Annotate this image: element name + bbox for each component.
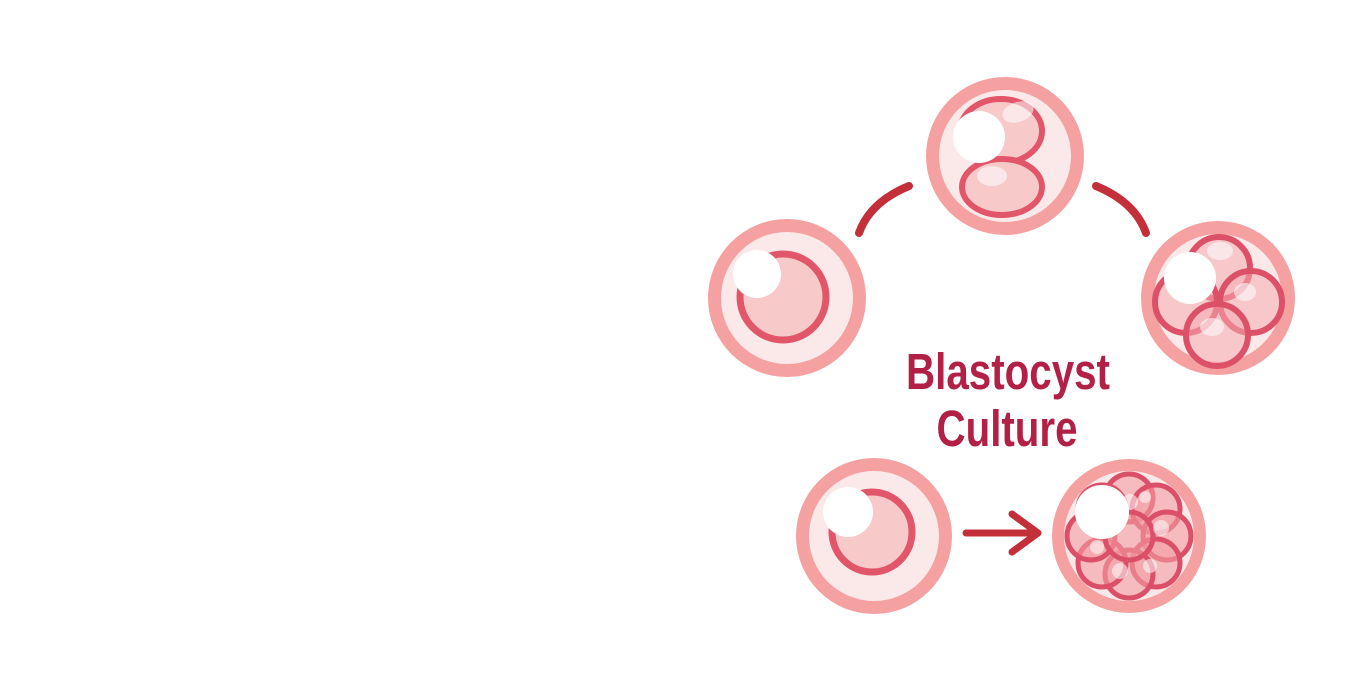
highlight-spot: [823, 487, 873, 537]
stage-two-cell-embryo: [926, 77, 1084, 235]
stage-morula-blastocyst: [1052, 459, 1206, 613]
highlight-spot: [1164, 252, 1216, 304]
highlight-spots: [1200, 242, 1256, 336]
page-title-line-1: Blastocyst: [906, 343, 1110, 400]
right-arrow-icon: [962, 510, 1042, 556]
highlight-spots: [977, 101, 1034, 186]
highlight-spot: [953, 111, 1005, 163]
arc-connector-right: [1092, 182, 1150, 237]
stage-four-cell-embryo: [1141, 221, 1295, 375]
highlight-spots: [1090, 491, 1169, 579]
page-title-line-2: Culture: [937, 400, 1078, 457]
stage-oocyte-bottom: [796, 458, 952, 614]
blastomere: [959, 156, 1045, 218]
highlight-spot: [1075, 485, 1129, 539]
arc-connector-left: [855, 182, 913, 237]
highlight-spot: [733, 250, 781, 298]
stage-oocyte-left: [708, 219, 866, 377]
